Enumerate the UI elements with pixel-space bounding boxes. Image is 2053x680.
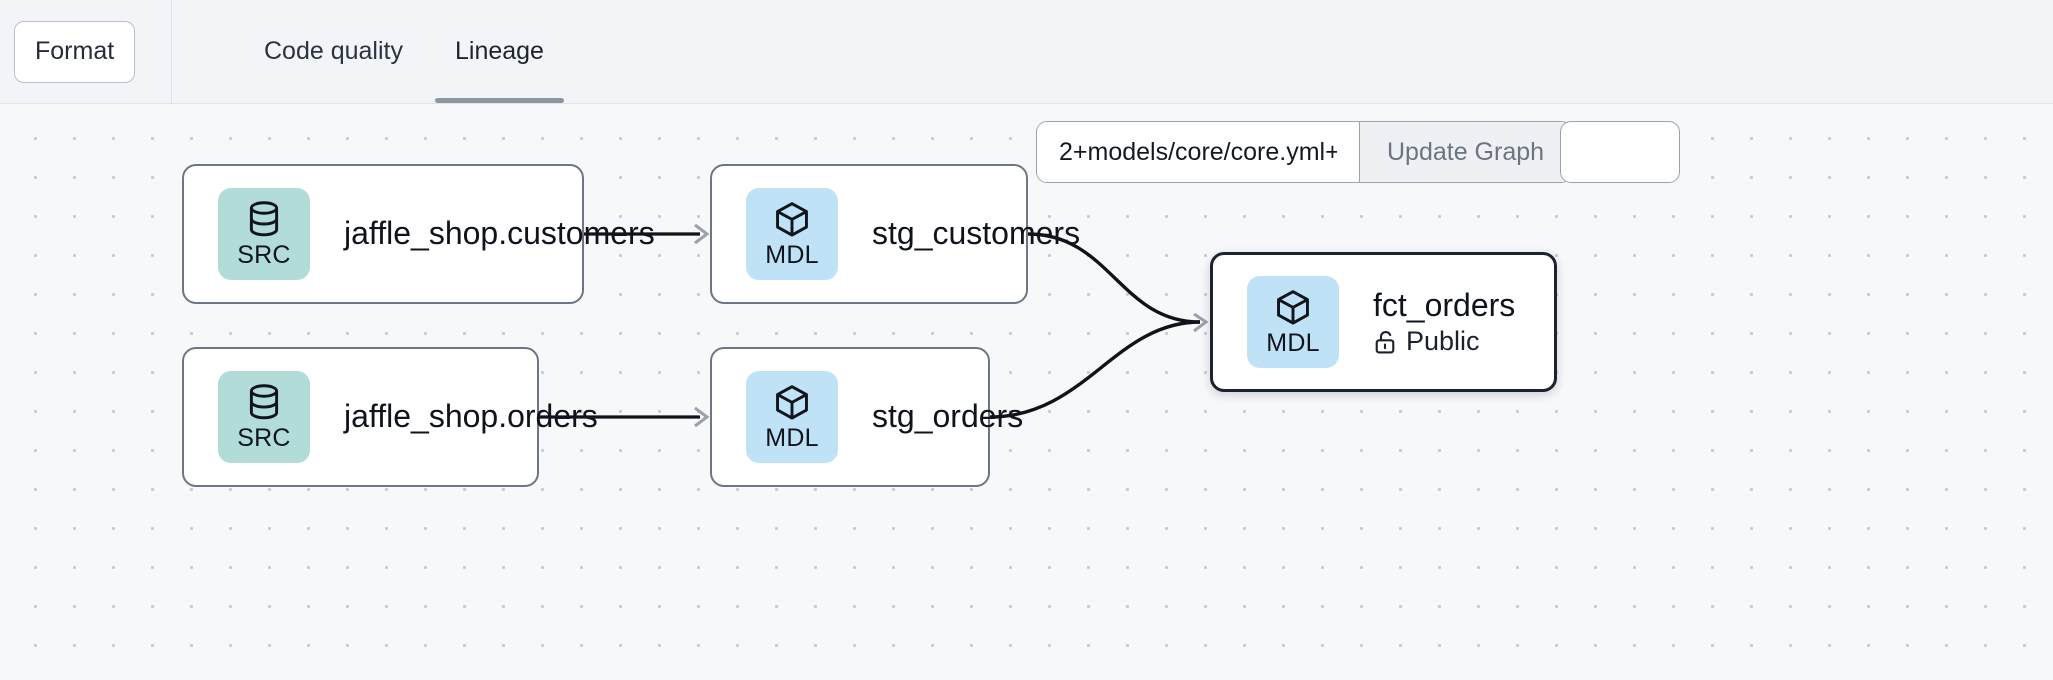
badge-label: MDL bbox=[765, 424, 819, 452]
node-title: jaffle_shop.customers bbox=[344, 215, 655, 252]
update-graph-button[interactable]: Update Graph bbox=[1359, 122, 1572, 182]
node-title: fct_orders bbox=[1373, 286, 1516, 323]
lineage-node-stg-customers[interactable]: MDL stg_customers bbox=[710, 164, 1080, 304]
node-body: stg_customers bbox=[872, 215, 1080, 253]
graph-side-control[interactable] bbox=[1560, 121, 1680, 183]
tab-bar: Code quality Lineage bbox=[172, 0, 570, 103]
badge-label: MDL bbox=[765, 241, 819, 269]
node-title: stg_orders bbox=[872, 398, 1024, 435]
badge-label: SRC bbox=[237, 424, 291, 452]
node-body: stg_orders bbox=[872, 398, 1023, 436]
editor-toolbar: Format Code quality Lineage bbox=[0, 0, 2053, 104]
lineage-canvas[interactable]: SRC jaffle_shop.customers MDL stg_custo bbox=[0, 104, 2053, 680]
lineage-node-stg-orders[interactable]: MDL stg_orders bbox=[710, 347, 1023, 487]
node-title: stg_customers bbox=[872, 215, 1081, 252]
lineage-node-src-customers[interactable]: SRC jaffle_shop.customers bbox=[182, 164, 655, 304]
cube-icon bbox=[1273, 288, 1313, 328]
node-body: jaffle_shop.orders bbox=[344, 398, 598, 436]
tab-lineage[interactable]: Lineage bbox=[429, 0, 570, 103]
node-access-label: Public bbox=[1406, 326, 1480, 357]
graph-selector-input[interactable] bbox=[1037, 122, 1359, 182]
node-access: Public bbox=[1373, 326, 1515, 357]
badge-label: SRC bbox=[237, 241, 291, 269]
cube-icon bbox=[772, 200, 812, 240]
format-button[interactable]: Format bbox=[14, 20, 136, 83]
format-zone: Format bbox=[0, 0, 172, 103]
node-type-badge-src: SRC bbox=[218, 188, 310, 280]
node-type-badge-mdl: MDL bbox=[746, 371, 838, 463]
edge-src-customers-to-stg-customers bbox=[584, 223, 710, 245]
lineage-node-src-orders[interactable]: SRC jaffle_shop.orders bbox=[182, 347, 598, 487]
graph-selector-bar: Update Graph bbox=[1036, 121, 1573, 183]
edge-stg-customers-to-fct-orders bbox=[1027, 232, 1201, 324]
cube-icon bbox=[772, 383, 812, 423]
edge-src-orders-to-stg-orders bbox=[539, 406, 710, 428]
node-body: jaffle_shop.customers bbox=[344, 215, 655, 253]
tab-code-quality[interactable]: Code quality bbox=[264, 37, 403, 65]
lineage-node-fct-orders[interactable]: MDL fct_orders Public bbox=[1210, 252, 1557, 392]
database-icon bbox=[245, 383, 283, 423]
node-type-badge-src: SRC bbox=[218, 371, 310, 463]
database-icon bbox=[245, 200, 283, 240]
edge-stg-orders-to-fct-orders bbox=[989, 312, 1209, 419]
lineage-edges bbox=[539, 223, 1209, 428]
unlock-icon bbox=[1373, 329, 1397, 355]
node-type-badge-mdl: MDL bbox=[1247, 276, 1339, 368]
node-type-badge-mdl: MDL bbox=[746, 188, 838, 280]
node-title: jaffle_shop.orders bbox=[344, 398, 598, 435]
badge-label: MDL bbox=[1266, 329, 1320, 357]
node-body: fct_orders Public bbox=[1373, 287, 1515, 358]
